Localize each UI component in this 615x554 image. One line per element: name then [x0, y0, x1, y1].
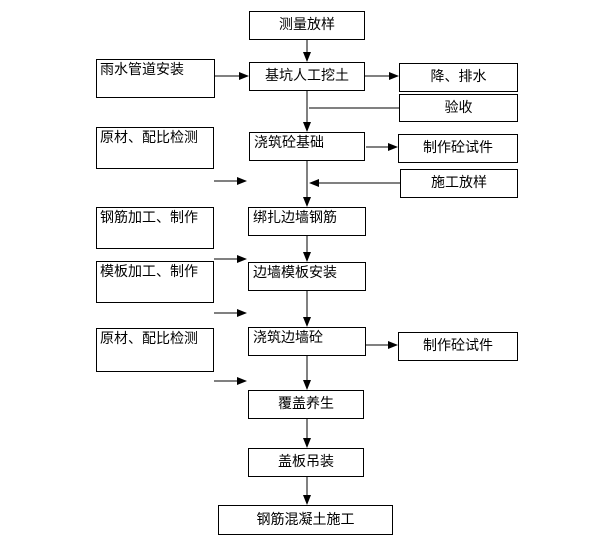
side-inspection: 验收: [399, 94, 518, 122]
step-rc-construction: 钢筋混凝土施工: [218, 505, 393, 535]
step-survey-layout: 测量放样: [249, 11, 365, 40]
step-foundation-pour: 浇筑砼基础: [249, 132, 365, 161]
input-rebar-fabrication: 钢筋加工、制作: [96, 207, 214, 249]
step-curing: 覆盖养生: [248, 390, 364, 419]
step-wall-formwork: 边墙模板安装: [248, 262, 366, 291]
side-test-block-2: 制作砼试件: [398, 332, 518, 361]
input-formwork-fabrication: 模板加工、制作: [96, 261, 214, 303]
step-wall-rebar: 绑扎边墙钢筋: [248, 207, 366, 236]
step-wall-concrete: 浇筑边墙砼: [248, 327, 366, 356]
side-construction-layout: 施工放样: [400, 169, 518, 198]
input-materials-check-1: 原材、配比检测: [96, 127, 214, 169]
side-dewatering: 降、排水: [399, 63, 518, 92]
input-rain-pipe: 雨水管道安装: [96, 59, 215, 98]
step-slab-lifting: 盖板吊装: [248, 448, 364, 477]
side-test-block-1: 制作砼试件: [398, 134, 518, 163]
step-pit-excavation: 基坑人工挖土: [249, 62, 365, 91]
input-materials-check-2: 原材、配比检测: [96, 328, 214, 372]
